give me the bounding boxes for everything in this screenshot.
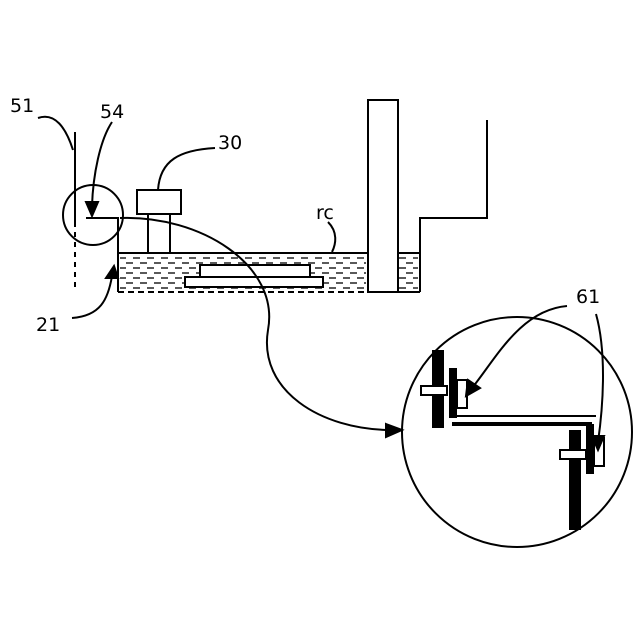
right-chamber	[420, 120, 487, 292]
arrowhead-54	[86, 202, 98, 216]
sensor-61-left-body	[449, 368, 457, 418]
leader-54	[92, 122, 112, 206]
device-30	[137, 190, 181, 214]
leader-30	[158, 148, 215, 190]
label-21: 21	[36, 314, 60, 336]
label-30: 30	[218, 132, 242, 154]
leader-rc	[328, 222, 335, 252]
reference-labels: 51 54 30 rc 21 61	[10, 95, 600, 336]
enlarged-detail	[402, 306, 632, 547]
label-51: 51	[10, 95, 34, 117]
leader-61-a	[472, 306, 567, 388]
detail-pin-left	[421, 386, 447, 395]
label-54: 54	[100, 101, 124, 123]
apparatus-section	[63, 100, 487, 292]
label-rc: rc	[316, 202, 334, 224]
detail-wall-right	[569, 430, 581, 530]
enlarge-pointer	[120, 218, 392, 430]
sensor-61-right-body	[586, 424, 594, 474]
leader-61-b	[596, 314, 603, 442]
leader-51	[38, 117, 73, 150]
arrowhead-21	[106, 266, 118, 278]
step-part-54	[86, 218, 118, 238]
leader-21	[72, 276, 112, 318]
arrowhead-enlarge	[386, 424, 402, 437]
substrate-base	[185, 277, 323, 287]
detail-pin-right	[560, 450, 586, 459]
liquid-fill-right	[398, 256, 418, 290]
arrowhead-61-a	[466, 380, 480, 396]
label-61: 61	[576, 286, 600, 308]
partition-wall	[368, 100, 398, 292]
